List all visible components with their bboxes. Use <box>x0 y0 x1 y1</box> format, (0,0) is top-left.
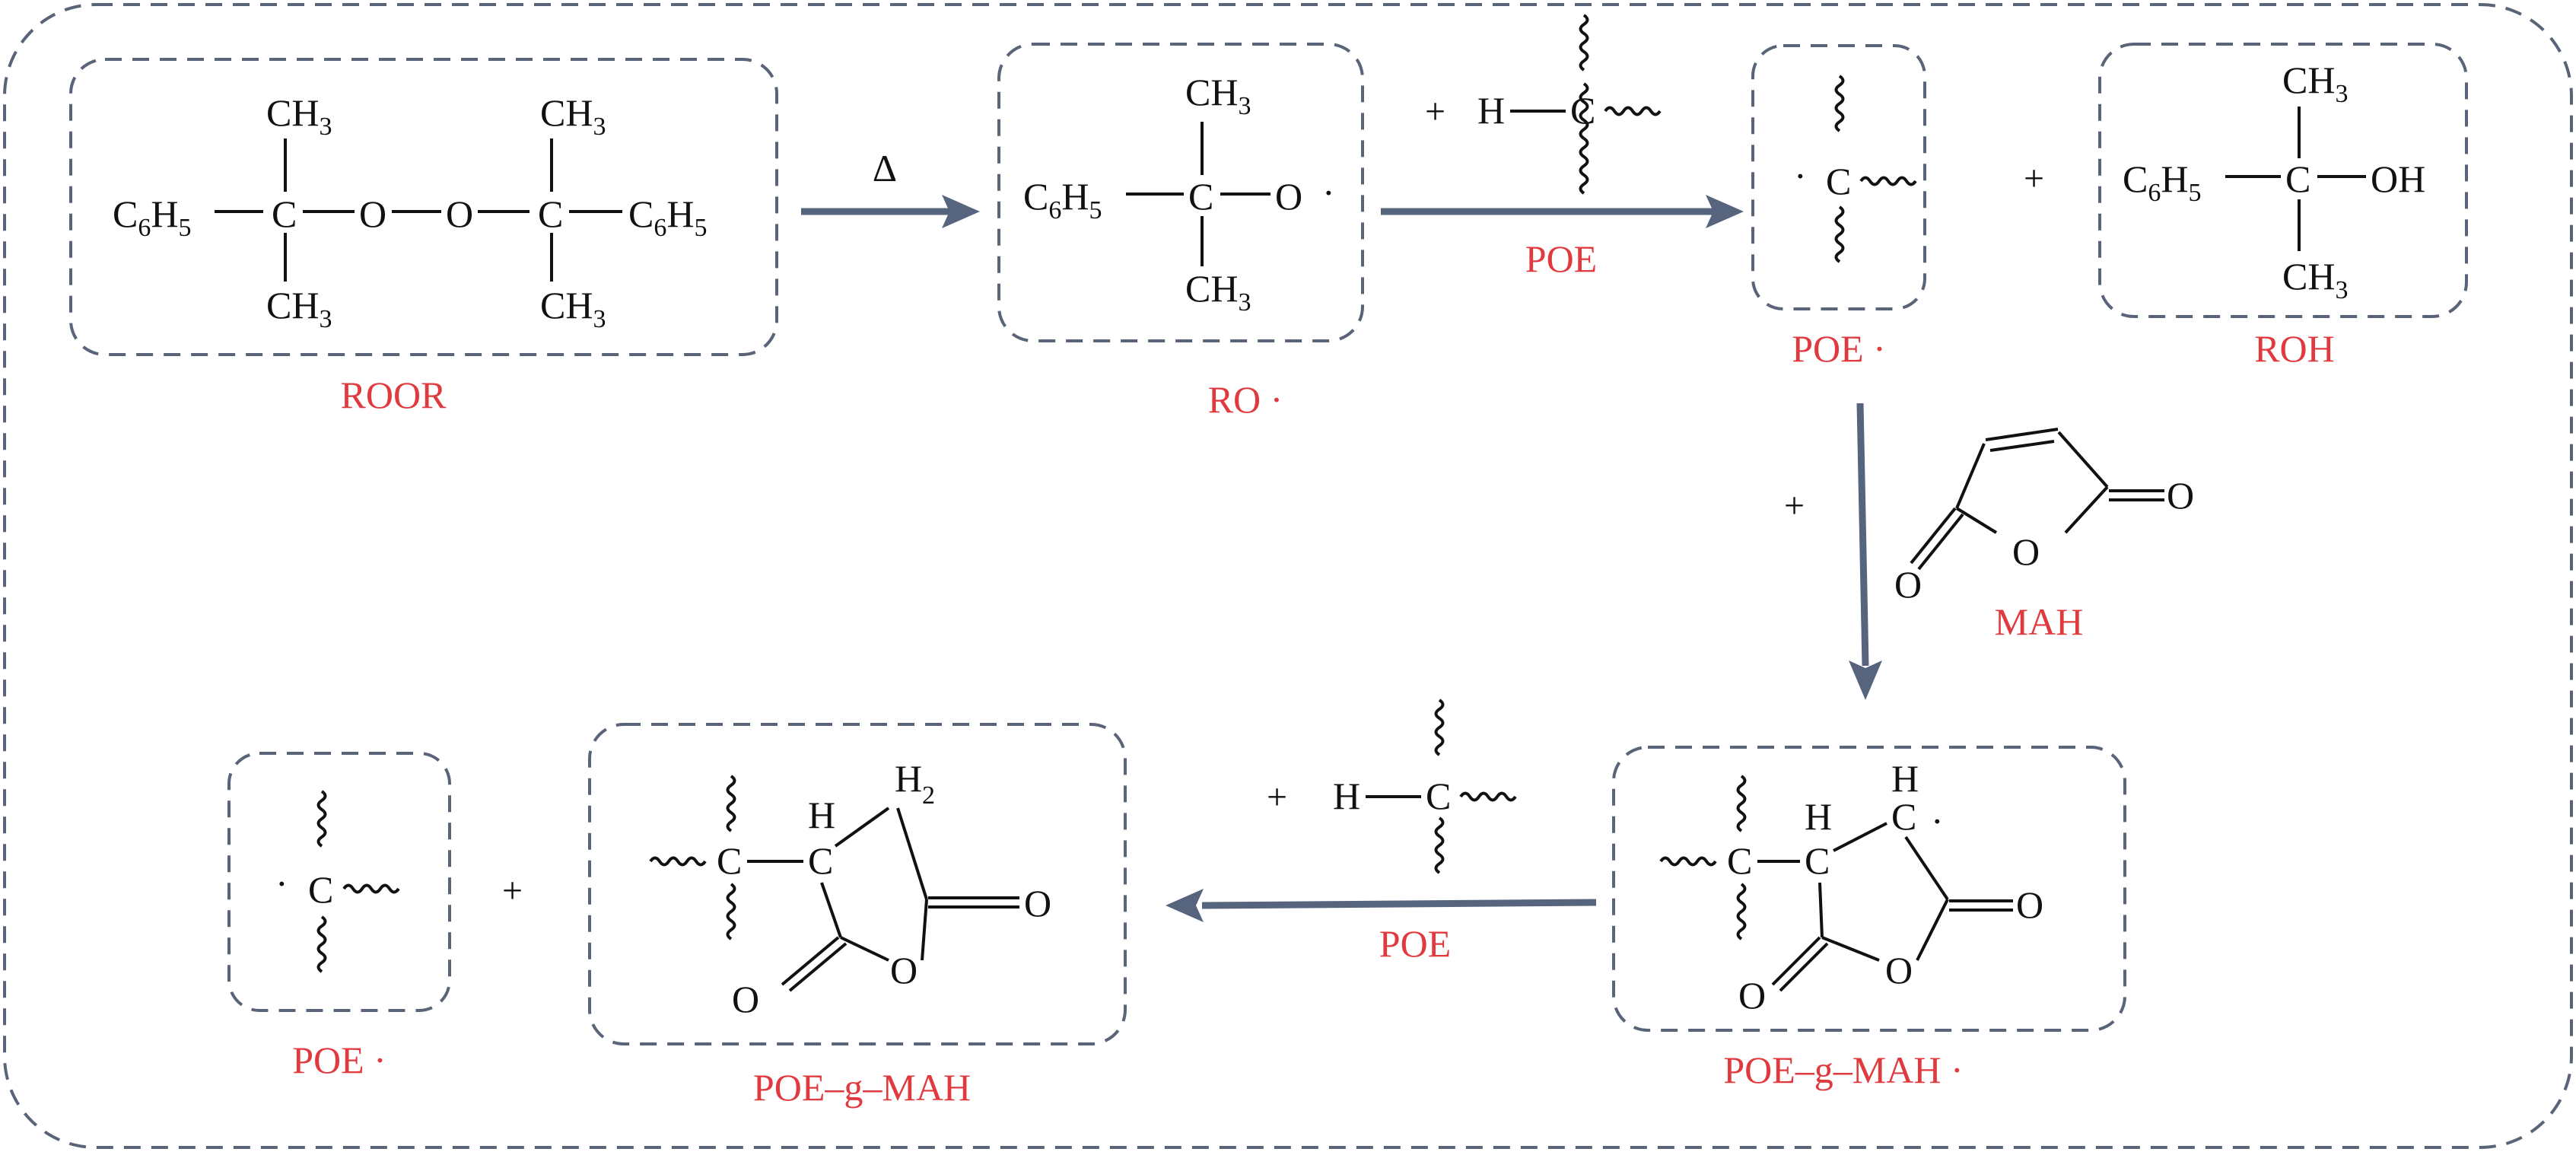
svg-text:O: O <box>2012 530 2040 573</box>
svg-text:O: O <box>890 949 918 991</box>
roh-structure: C6H5 C CH3 CH3 OH <box>2123 59 2425 304</box>
poe-radical-label: POE · <box>1792 327 1886 370</box>
svg-text:O: O <box>1738 974 1766 1017</box>
poe-g-mah-radical-box <box>1612 746 2126 1032</box>
svg-text:C: C <box>308 868 333 911</box>
plus-mah: + <box>1784 485 1805 526</box>
heat-symbol: Δ <box>873 147 897 189</box>
svg-text:C6H5: C6H5 <box>1023 175 1102 224</box>
svg-text:C: C <box>1891 795 1916 838</box>
svg-text:CH3: CH3 <box>540 284 606 333</box>
plus-product: + <box>502 870 523 911</box>
svg-text:H: H <box>1805 795 1832 838</box>
outer-frame <box>3 3 2573 1149</box>
svg-text:H: H <box>1477 89 1505 132</box>
svg-text:2: 2 <box>922 781 935 810</box>
svg-text:C: C <box>1727 839 1752 882</box>
arrow-poe-2-head <box>1166 889 1204 922</box>
arrow-mah-head <box>1849 660 1882 700</box>
svg-text:CH3: CH3 <box>266 91 332 141</box>
svg-text:+: + <box>1267 777 1287 817</box>
svg-text:C: C <box>538 193 563 235</box>
poe-radical-2-box <box>227 752 451 1012</box>
poe-radical-2-label: POE · <box>292 1039 386 1081</box>
svg-text:O: O <box>2016 883 2043 926</box>
arrow-heat-head <box>942 195 980 228</box>
svg-text:H: H <box>1333 775 1360 817</box>
svg-text:·: · <box>1931 800 1944 842</box>
poe-g-mah-structure: C C H H 2 O O O <box>649 757 1051 1020</box>
poe-reagent-2: + H C <box>1267 699 1517 874</box>
plus-roh: + <box>2024 158 2044 199</box>
svg-text:O: O <box>446 193 473 235</box>
ro-radical-structure: C6H5 C CH3 CH3 O · <box>1023 71 1335 317</box>
poe-reagent-1-label: POE <box>1525 237 1597 280</box>
svg-text:C6H5: C6H5 <box>113 193 191 242</box>
svg-text:H: H <box>1891 757 1919 800</box>
svg-text:O: O <box>2167 474 2194 517</box>
arrow-poe-1-head <box>1706 195 1744 228</box>
arrow-mah <box>1856 403 1869 667</box>
svg-text:CH3: CH3 <box>1185 71 1251 120</box>
svg-text:CH3: CH3 <box>1185 267 1251 317</box>
poe-reagent-1: + H C <box>1425 14 1662 195</box>
svg-text:CH3: CH3 <box>2282 59 2348 108</box>
svg-text:C: C <box>808 839 833 882</box>
svg-text:CH3: CH3 <box>266 284 332 333</box>
svg-text:O: O <box>1885 949 1913 991</box>
mah-label: MAH <box>1995 600 2084 643</box>
poe-g-mah-box <box>588 723 1127 1045</box>
svg-text:O: O <box>359 193 386 235</box>
poe-radical-structure: · C <box>1794 75 1917 263</box>
svg-text:C: C <box>1426 775 1451 817</box>
ro-radical-label: RO · <box>1208 378 1283 421</box>
svg-text:C: C <box>1188 175 1213 218</box>
roor-label: ROOR <box>341 374 447 416</box>
svg-text:C: C <box>272 193 297 235</box>
svg-text:H: H <box>895 757 922 800</box>
svg-text:O: O <box>1894 563 1922 606</box>
poe-g-mah-label: POE–g–MAH <box>753 1066 971 1109</box>
svg-text:O: O <box>1275 175 1302 218</box>
mah-structure: O O O <box>1894 428 2194 606</box>
svg-text:·: · <box>1794 154 1807 197</box>
svg-text:·: · <box>275 862 288 905</box>
svg-text:C: C <box>717 839 742 882</box>
poe-g-mah-radical-structure: C C H C H · O O O <box>1659 757 2043 1017</box>
svg-text:CH3: CH3 <box>2282 255 2348 304</box>
svg-text:C6H5: C6H5 <box>2123 158 2201 207</box>
ro-radical-box <box>997 43 1364 342</box>
svg-text:C: C <box>2285 158 2310 200</box>
poe-reagent-2-label: POE <box>1379 922 1451 965</box>
poe-radical-box <box>1751 44 1926 310</box>
svg-text:O: O <box>1024 882 1051 924</box>
svg-text:C6H5: C6H5 <box>628 193 707 242</box>
arrow-poe-2 <box>1201 899 1597 909</box>
svg-text:C: C <box>1805 839 1830 882</box>
roh-box <box>2098 43 2468 318</box>
ro-radical-dot: · <box>1322 171 1335 214</box>
roor-structure: C6H5 C CH3 CH3 O O C CH3 CH3 C6H5 <box>113 91 707 333</box>
roh-label: ROH <box>2254 327 2335 370</box>
poe-radical-2-structure: · C <box>275 790 400 973</box>
poe-g-mah-radical-label: POE–g–MAH · <box>1723 1049 1963 1091</box>
svg-text:O: O <box>732 978 759 1020</box>
svg-text:H: H <box>808 794 835 836</box>
svg-text:OH: OH <box>2371 158 2425 200</box>
svg-text:C: C <box>1826 160 1851 202</box>
roor-box <box>69 58 778 356</box>
svg-text:CH3: CH3 <box>540 91 606 141</box>
svg-text:+: + <box>1425 91 1445 132</box>
